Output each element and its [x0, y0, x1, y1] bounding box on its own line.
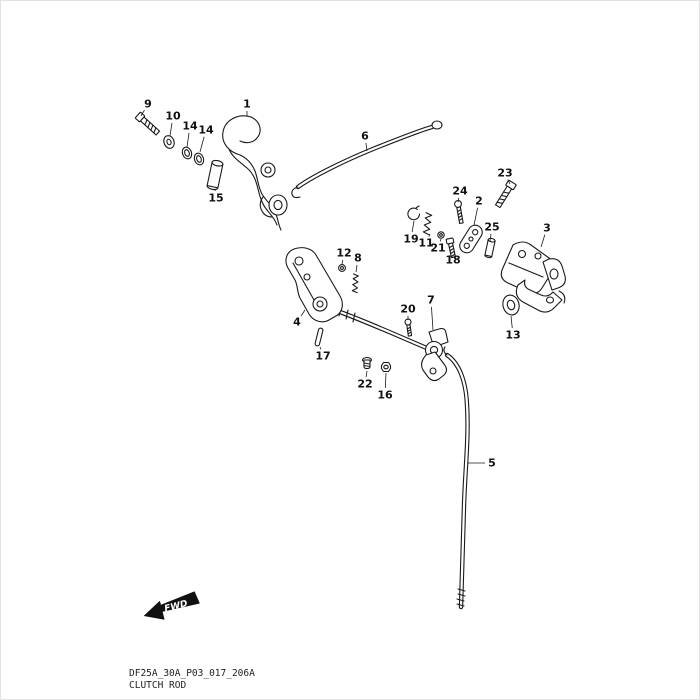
leader-line-6	[365, 142, 368, 152]
leader-line-14	[186, 132, 190, 148]
part-13-grommet	[502, 294, 520, 316]
part-17-pin	[314, 327, 324, 347]
part-19-circlip	[407, 205, 421, 221]
part-callout-24: 24	[452, 185, 468, 198]
part-9-bolt	[134, 111, 161, 136]
part-11-spring	[422, 212, 433, 236]
leader-line-3	[540, 234, 546, 248]
part-8-spring	[351, 273, 359, 294]
part-callout-14: 14	[182, 120, 198, 133]
leader-line-16	[384, 372, 387, 389]
part-callout-12: 12	[336, 247, 351, 260]
leader-line-10	[169, 122, 173, 137]
part-callout-5: 5	[488, 457, 496, 470]
part-callout-11: 11	[418, 237, 433, 250]
part-5-clutch-rod	[443, 346, 470, 610]
part-1-clutch-lever	[222, 115, 288, 231]
part-4-clutch-shaft-arm	[285, 247, 432, 352]
part-22-bolt	[361, 357, 373, 370]
part-21-washer	[437, 231, 445, 239]
part-20-screw	[404, 318, 413, 337]
fwd-arrow: FWD	[144, 591, 200, 620]
leader-line-14	[199, 136, 205, 153]
part-callout-23: 23	[497, 167, 512, 180]
leader-line-8	[355, 264, 358, 273]
part-24-screw	[454, 200, 464, 224]
fwd-label: FWD	[163, 599, 189, 615]
part-14-ring-a	[181, 146, 193, 160]
leader-line-17	[319, 346, 322, 350]
part-callout-18: 18	[445, 254, 460, 267]
leader-line-19	[411, 220, 415, 233]
diagram-title: CLUTCH ROD	[129, 680, 187, 692]
leader-line-7	[431, 306, 434, 331]
leader-line-21	[439, 238, 442, 242]
leader-line-13	[510, 315, 513, 329]
part-10-washer	[163, 135, 175, 149]
leader-line-25	[489, 233, 492, 242]
leader-lines	[140, 109, 546, 464]
part-callout-17: 17	[315, 350, 330, 363]
part-callout-13: 13	[505, 329, 520, 342]
part-callout-7: 7	[427, 294, 435, 307]
part-6-shift-rod-upper	[291, 120, 443, 199]
part-callout-22: 22	[357, 378, 372, 391]
part-callout-25: 25	[484, 221, 499, 234]
part-15-spacer	[206, 159, 224, 191]
part-callout-19: 19	[403, 233, 418, 246]
part-callout-10: 10	[165, 110, 181, 123]
part-2-link-plate	[459, 224, 483, 254]
part-callout-20: 20	[400, 303, 416, 316]
leader-line-24	[457, 197, 460, 203]
part-7-clutch-arm	[420, 327, 449, 382]
part-callout-16: 16	[377, 389, 393, 402]
part-3-bracket	[500, 241, 566, 313]
part-callout-4: 4	[293, 316, 301, 329]
part-23-bolt	[494, 179, 517, 209]
part-callout-6: 6	[361, 130, 369, 143]
part-25-spacer	[484, 237, 496, 259]
leader-line-4	[300, 309, 306, 317]
part-callout-2: 2	[475, 195, 483, 208]
leader-line-22	[365, 370, 368, 378]
part-12-ring	[338, 264, 346, 272]
part-callout-8: 8	[354, 252, 362, 265]
part-callout-1: 1	[243, 98, 251, 111]
part-18-bolt	[445, 237, 456, 259]
leader-line-23	[507, 179, 511, 185]
part-callout-9: 9	[144, 98, 152, 111]
leader-line-9	[140, 109, 145, 117]
part-callout-14: 14	[198, 124, 214, 137]
leader-line-11	[428, 233, 431, 237]
leader-line-12	[341, 259, 344, 265]
part-14-ring-b	[193, 152, 205, 166]
leader-line-2	[473, 207, 478, 226]
diagram-code: DF25A_30A_P03_017_206A	[129, 668, 255, 679]
part-callout-15: 15	[208, 192, 223, 205]
part-callout-3: 3	[543, 222, 551, 235]
part-callout-21: 21	[430, 242, 445, 255]
diagram-caption: DF25A_30A_P03_017_206A CLUTCH ROD	[129, 668, 255, 693]
part-16-nut	[380, 361, 392, 373]
